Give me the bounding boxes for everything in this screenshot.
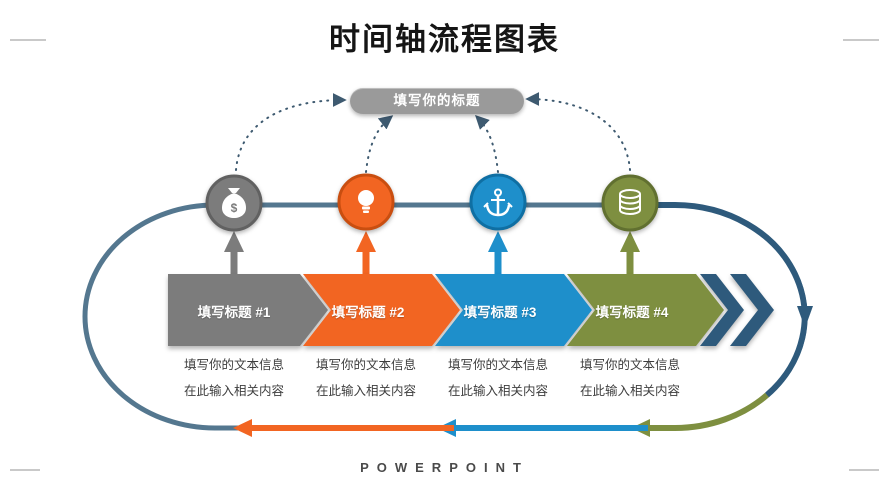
step-arrow-2 — [303, 274, 460, 346]
step-desc-line: 填写你的文本信息 — [447, 358, 548, 372]
footer-brand: POWERPOINT — [360, 460, 529, 475]
step-desc-line: 在此输入相关内容 — [183, 384, 284, 398]
step-desc-line: 在此输入相关内容 — [315, 384, 416, 398]
loop-down-arrow — [797, 306, 813, 328]
step-label-2: 填写标题 #2 — [331, 305, 405, 320]
dollar-glyph: $ — [231, 201, 238, 215]
step-desc-line: 在此输入相关内容 — [579, 384, 680, 398]
step-arrow-1 — [168, 274, 328, 346]
step-circles — [205, 173, 659, 232]
connector-3 — [475, 115, 499, 173]
end-chevron-2 — [730, 274, 774, 346]
loop-right-navy — [638, 202, 808, 398]
up-arrow-1 — [224, 231, 244, 277]
decor-line-top-right — [843, 39, 879, 41]
connector-2 — [365, 115, 394, 173]
step-label-4: 填写标题 #4 — [595, 305, 669, 320]
end-chevron-1 — [700, 274, 744, 346]
decor-line-top-left — [10, 39, 46, 41]
step-description-2: 填写你的文本信息 在此输入相关内容 — [291, 352, 441, 404]
lightbulb-icon — [358, 190, 374, 213]
step-description-4: 填写你的文本信息 在此输入相关内容 — [555, 352, 705, 404]
step-desc-line: 填写你的文本信息 — [183, 358, 284, 372]
step-desc-line: 填写你的文本信息 — [315, 358, 416, 372]
connector-1 — [235, 93, 347, 171]
orange-left-arrow — [233, 419, 252, 437]
loop-bottom-olive — [650, 392, 769, 431]
up-arrows — [224, 231, 640, 277]
up-arrow-4 — [620, 231, 640, 277]
cycle-loop — [82, 202, 813, 437]
coins-icon — [619, 189, 641, 215]
up-arrow-3 — [488, 231, 508, 277]
connector-4 — [525, 92, 631, 171]
step-label-3: 填写标题 #3 — [463, 305, 537, 320]
chevron-band — [168, 274, 774, 346]
step-desc-line: 填写你的文本信息 — [579, 358, 680, 372]
dotted-connectors — [235, 92, 631, 173]
decor-line-bottom-right — [849, 469, 879, 471]
decor-line-bottom-left — [10, 469, 40, 471]
money-bag-icon: $ — [222, 188, 246, 218]
step-description-1: 填写你的文本信息 在此输入相关内容 — [159, 352, 309, 404]
up-arrow-2 — [356, 231, 376, 277]
page-title: 时间轴流程图表 — [329, 22, 560, 57]
step-arrow-4 — [567, 274, 724, 346]
step-label-1: 填写标题 #1 — [197, 305, 271, 320]
step-arrow-3 — [435, 274, 592, 346]
step-description-3: 填写你的文本信息 在此输入相关内容 — [423, 352, 573, 404]
step-desc-line: 在此输入相关内容 — [447, 384, 548, 398]
center-title-pill: 填写你的标题 — [350, 88, 524, 114]
anchor-icon — [483, 188, 513, 217]
